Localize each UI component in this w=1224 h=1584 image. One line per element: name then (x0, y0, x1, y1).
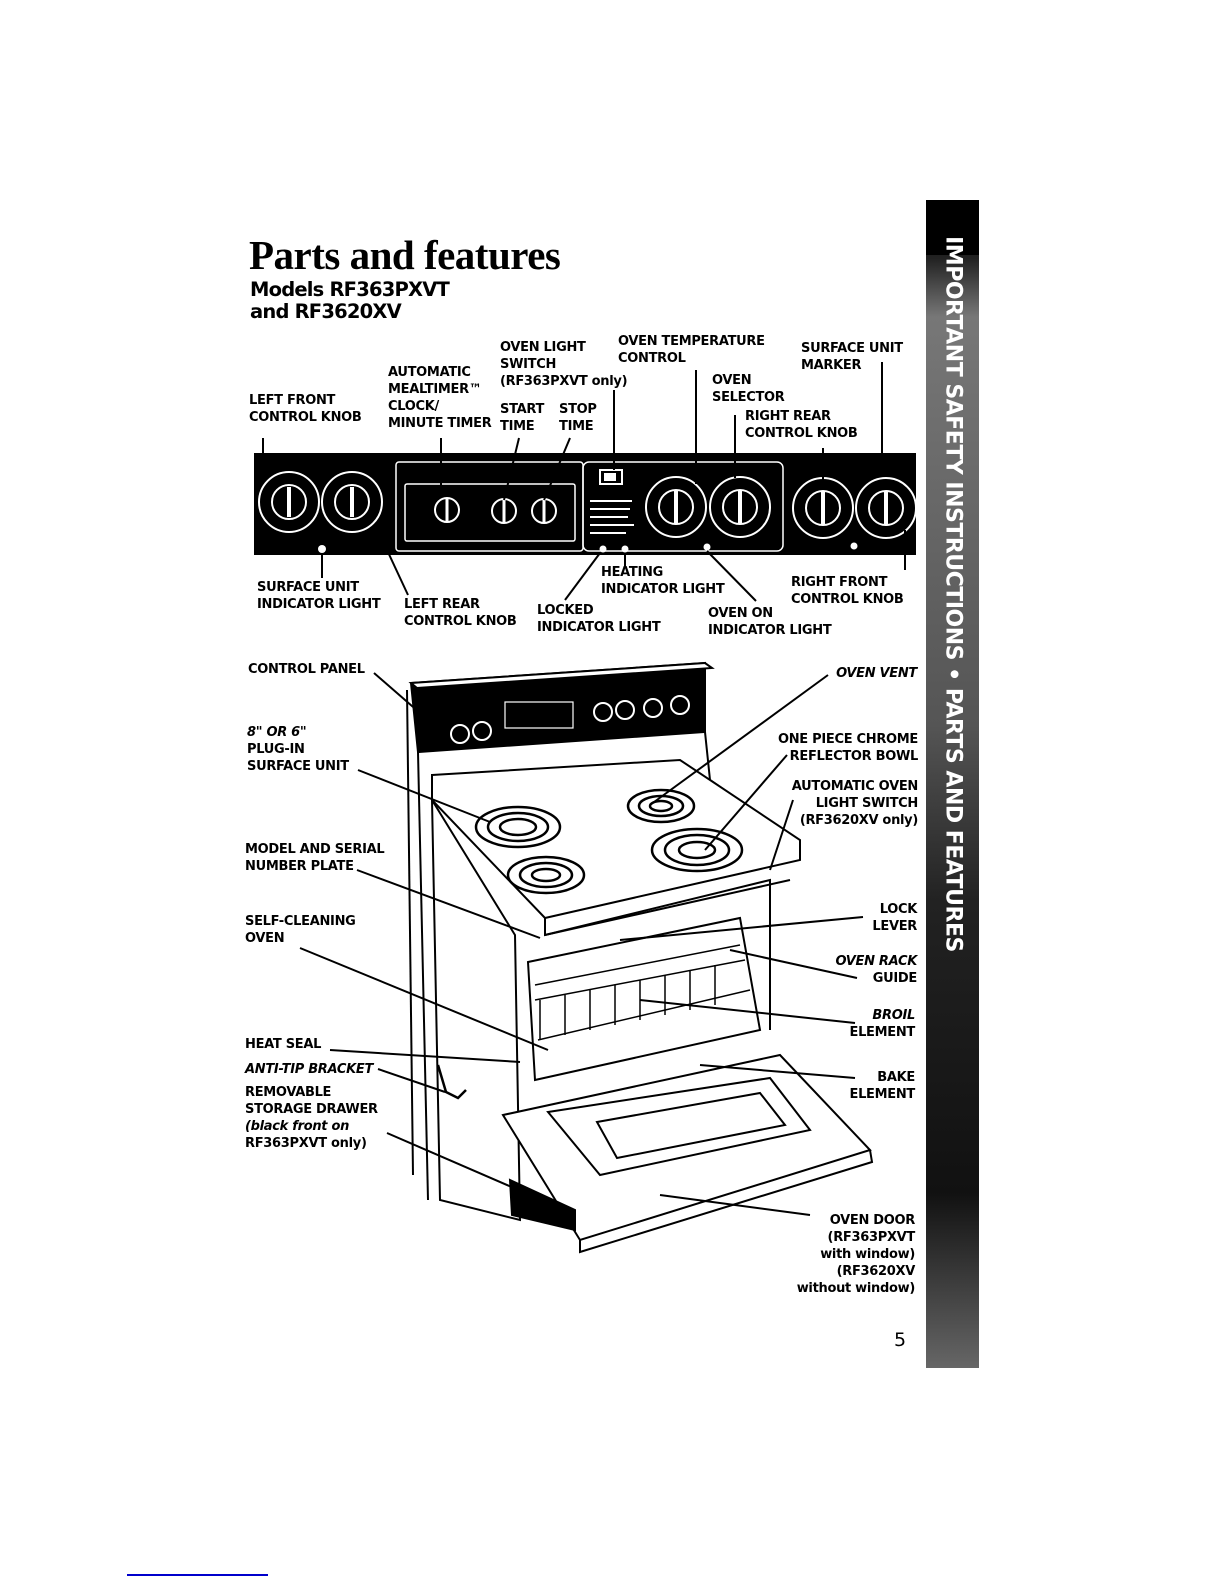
label-reflector-bowl: ONE PIECE CHROME REFLECTOR BOWL (777, 732, 918, 764)
label-left-front-control-knob: LEFT FRONT CONTROL KNOB (249, 393, 362, 425)
label-automatic-oven-light-switch: AUTOMATIC OVEN LIGHT SWITCH (RF3620XV on… (791, 779, 919, 828)
label-right-front-control-knob: RIGHT FRONT CONTROL KNOB (791, 575, 904, 607)
surface-element (650, 827, 744, 873)
label-oven-vent: OVEN VENT (836, 666, 917, 681)
label-broil-element: BROIL ELEMENT (849, 1008, 915, 1040)
label-start-time: START TIME (500, 402, 545, 434)
page-number: 5 (894, 1329, 907, 1351)
label-oven-light-switch: OVEN LIGHT SWITCH (RF363PXVT only) (500, 340, 628, 389)
label-oven-rack-guide: OVEN RACK GUIDE (835, 954, 917, 986)
panel-leader-lines (262, 362, 906, 602)
knob-timer (434, 497, 460, 523)
side-tab-texture (926, 200, 979, 1368)
label-anti-tip-bracket: ANTI-TIP BRACKET (245, 1062, 374, 1077)
label-oven-selector: OVEN SELECTOR (712, 373, 785, 405)
label-lock-lever: LOCK LEVER (872, 902, 917, 934)
label-stop-time: STOP TIME (559, 402, 597, 434)
label-bake-element: BAKE ELEMENT (849, 1070, 915, 1102)
hyperlink-underline[interactable] (127, 1574, 268, 1576)
control-panel-illustration (254, 453, 917, 555)
label-surface-unit-marker: SURFACE UNIT MARKER (801, 341, 903, 373)
surface-element (626, 788, 696, 824)
label-storage-drawer: REMOVABLE STORAGE DRAWER (black front on… (245, 1085, 378, 1151)
label-surface-unit-indicator-light: SURFACE UNIT INDICATOR LIGHT (257, 580, 381, 612)
page-subtitle: Models RF363PXVT and RF3620XV (250, 278, 450, 323)
subtitle-line-1: Models RF363PXVT (250, 278, 450, 301)
label-self-cleaning-oven: SELF-CLEANING OVEN (245, 914, 356, 946)
label-right-rear-control-knob: RIGHT REAR CONTROL KNOB (745, 409, 858, 441)
knob-oven-selector (709, 476, 771, 538)
label-heating-indicator-light: HEATING INDICATOR LIGHT (601, 565, 725, 597)
label-heat-seal: HEAT SEAL (245, 1037, 322, 1052)
label-oven-door: OVEN DOOR (RF363PXVT with window) (RF362… (796, 1213, 916, 1296)
subtitle-line-2: and RF3620XV (250, 300, 402, 323)
knob-left-front (258, 471, 320, 533)
label-control-panel: CONTROL PANEL (248, 662, 365, 677)
label-left-rear-control-knob: LEFT REAR CONTROL KNOB (404, 597, 517, 629)
range-leader-lines (299, 672, 864, 1216)
label-mealtimer-clock: AUTOMATIC MEALTIMER™ CLOCK/ MINUTE TIMER (388, 365, 492, 431)
knob-right-front (855, 477, 917, 539)
label-oven-on-indicator-light: OVEN ON INDICATOR LIGHT (708, 606, 832, 638)
knob-oven-temp (645, 476, 707, 538)
page-title: Parts and features (249, 232, 561, 278)
label-model-serial-plate: MODEL AND SERIAL NUMBER PLATE (245, 842, 385, 874)
surface-element (506, 855, 586, 895)
label-oven-temperature-control: OVEN TEMPERATURE CONTROL (618, 334, 765, 366)
section-side-tab: IMPORTANT SAFETY INSTRUCTIONS • PARTS AN… (926, 200, 979, 1368)
side-tab-label: IMPORTANT SAFETY INSTRUCTIONS • PARTS AN… (940, 236, 965, 952)
range-illustration (406, 661, 874, 1254)
label-plug-in-surface-unit: 8" OR 6" PLUG-IN SURFACE UNIT (247, 725, 349, 774)
surface-element (474, 805, 562, 849)
label-locked-indicator-light: LOCKED INDICATOR LIGHT (537, 603, 661, 635)
knob-left-rear (321, 471, 383, 533)
